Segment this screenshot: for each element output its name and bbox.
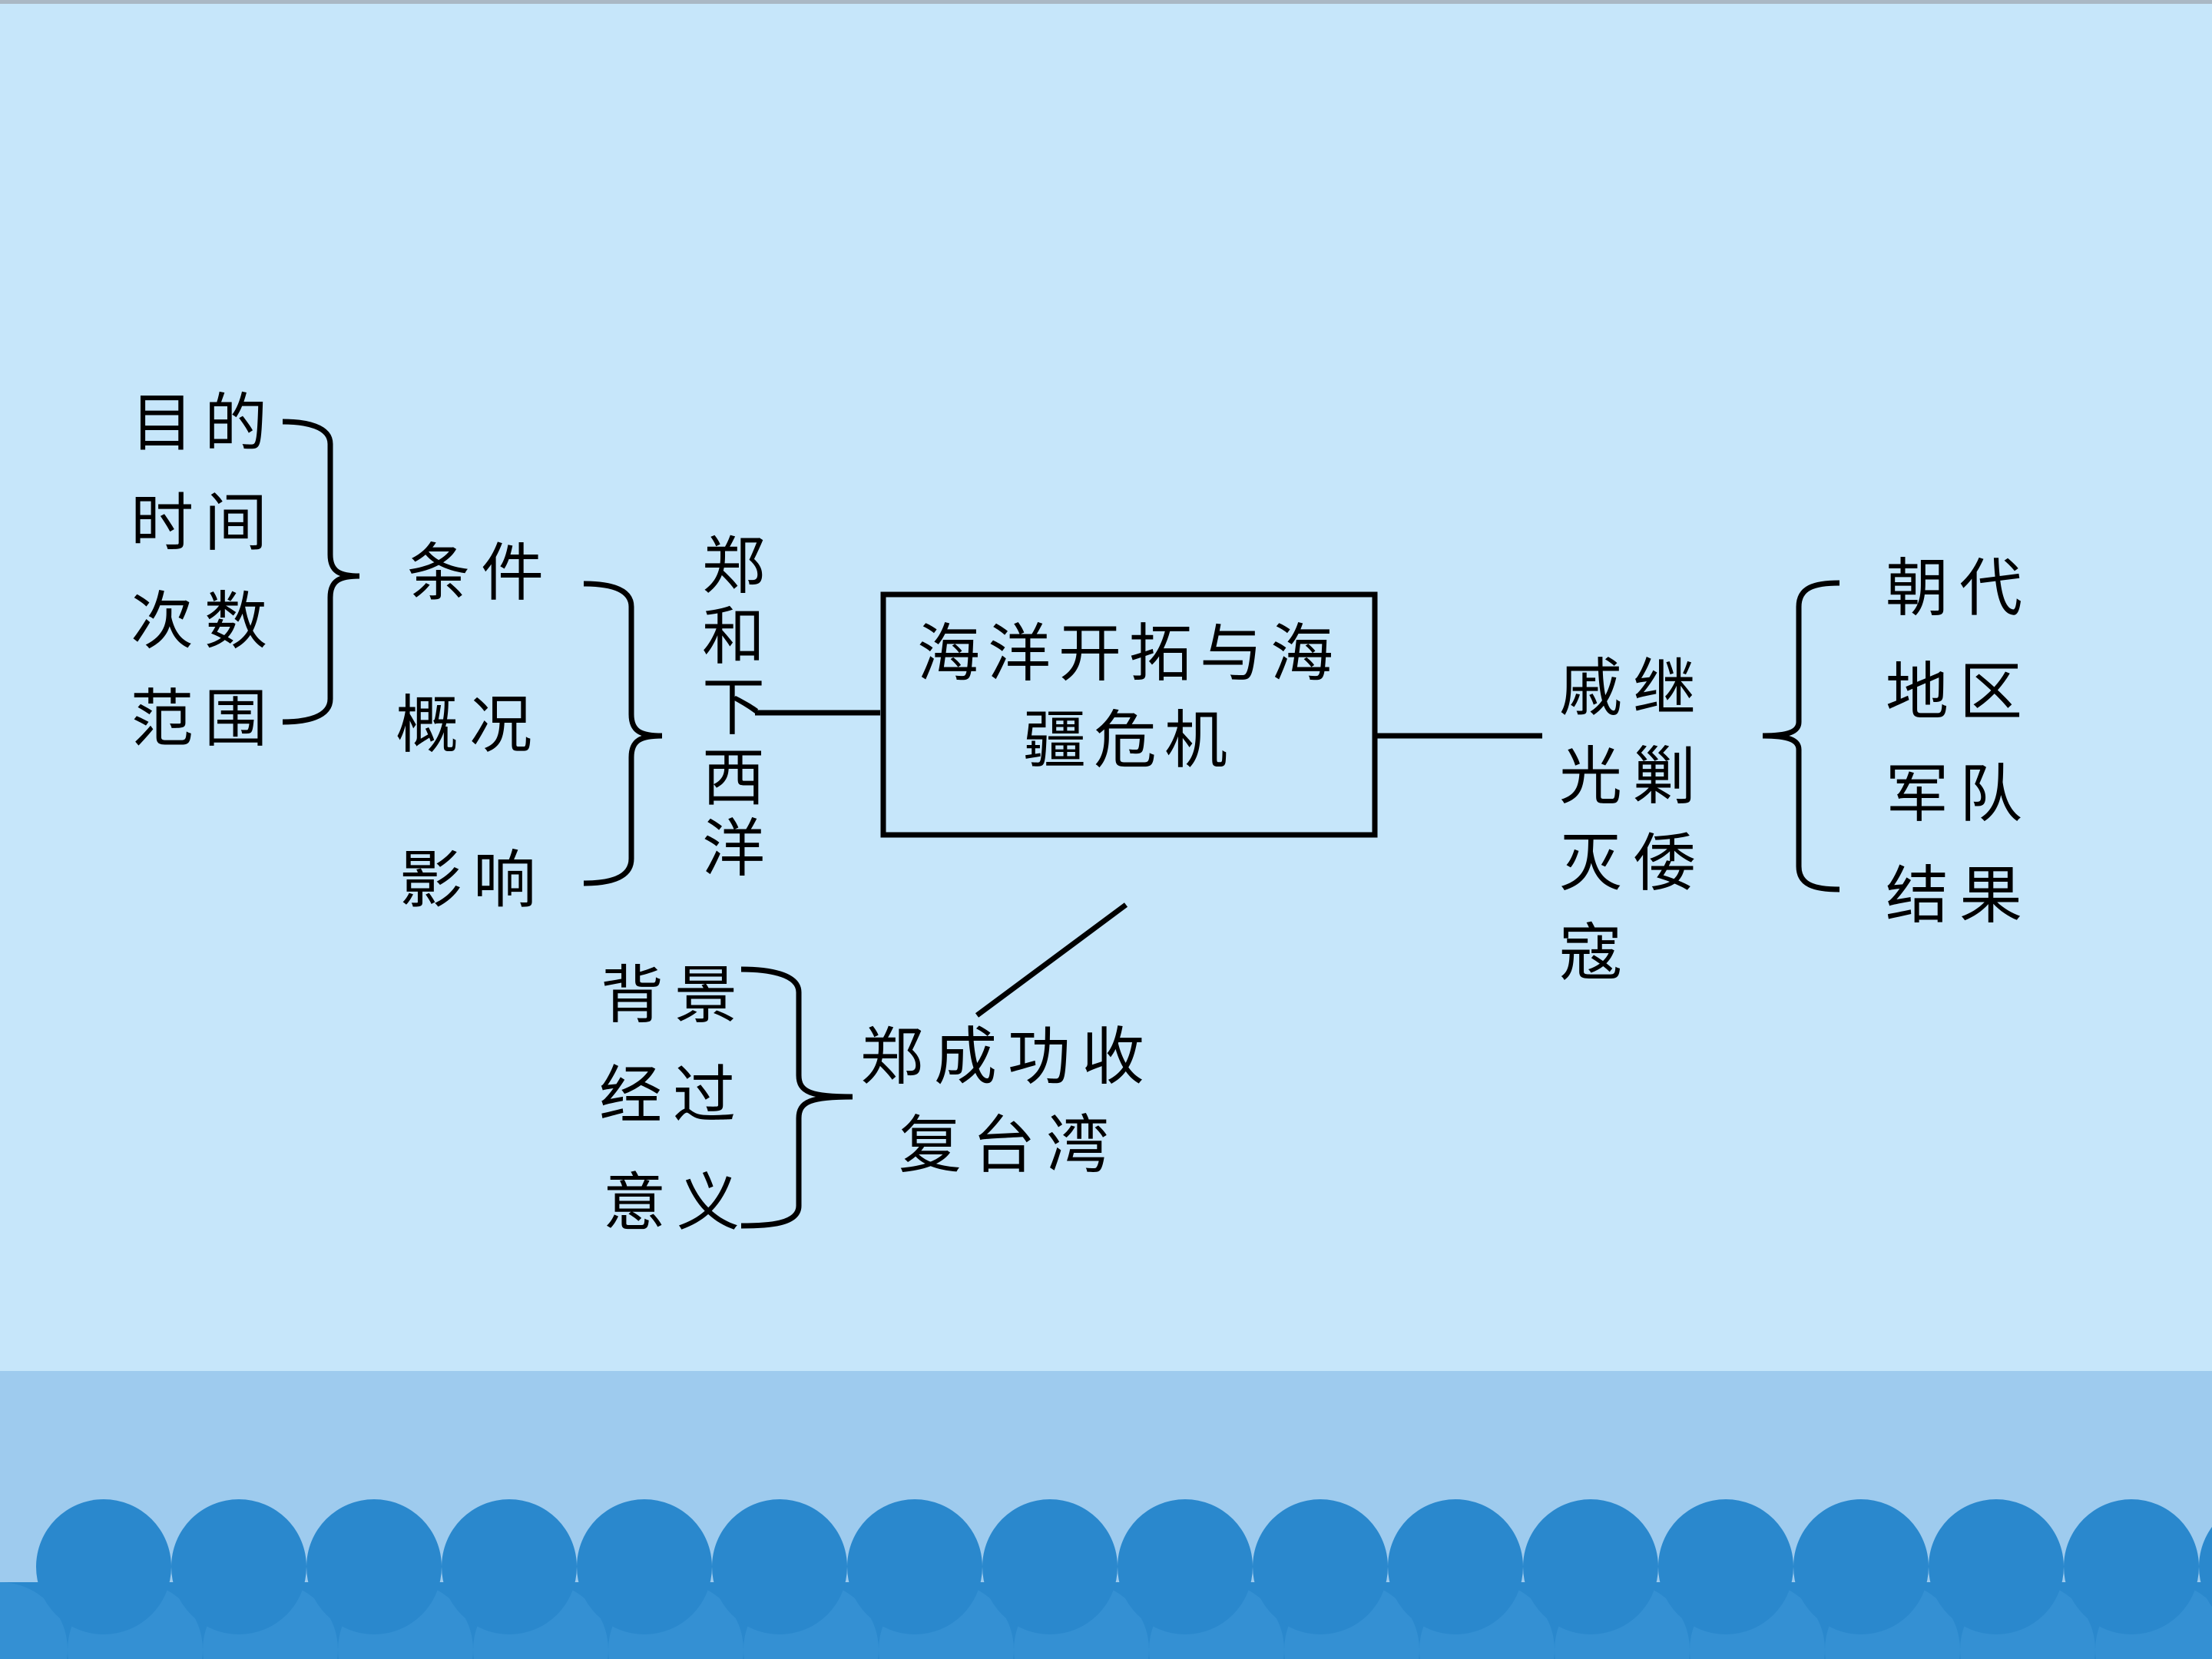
wave-front bbox=[306, 1499, 442, 1634]
detail-dynasty: 朝代 bbox=[1886, 552, 2034, 625]
wave-front bbox=[2064, 1499, 2199, 1634]
wave-front bbox=[1118, 1499, 1253, 1634]
central-topic-box bbox=[880, 591, 1378, 838]
brace-zhenghe-aspects bbox=[583, 581, 663, 886]
qijiguang-title-line1: 戚继 bbox=[1559, 652, 1707, 725]
wave-front bbox=[171, 1499, 306, 1634]
detail-count: 次数 bbox=[131, 585, 279, 658]
qijiguang-title-line3: 灭倭 bbox=[1559, 827, 1707, 900]
detail-range: 范围 bbox=[131, 683, 279, 756]
wave-front bbox=[1793, 1499, 1929, 1634]
brace-zhengchenggong-details bbox=[740, 966, 853, 1229]
wave-front bbox=[1523, 1499, 1658, 1634]
wave-front bbox=[847, 1499, 982, 1634]
aspect-influence: 影响 bbox=[399, 844, 548, 917]
brace-qijiguang-details bbox=[1762, 580, 1840, 892]
qijiguang-title-line4: 寇 bbox=[1559, 917, 1634, 990]
wave-front bbox=[1388, 1499, 1523, 1634]
wave-front bbox=[1658, 1499, 1793, 1634]
connector-zhengchenggong bbox=[975, 902, 1128, 1018]
brace-condition-details bbox=[282, 419, 360, 725]
detail-army: 军队 bbox=[1886, 758, 2034, 831]
detail-background: 背景 bbox=[601, 959, 749, 1032]
wave-front bbox=[1929, 1499, 2064, 1634]
wave-front bbox=[442, 1499, 577, 1634]
wave-front bbox=[1253, 1499, 1388, 1634]
detail-process: 经过 bbox=[599, 1059, 747, 1132]
aspect-conditions: 条件 bbox=[407, 537, 555, 610]
zhengchenggong-title-line1: 郑成功收 bbox=[860, 1021, 1156, 1094]
wave-front bbox=[712, 1499, 847, 1634]
wave-front bbox=[36, 1499, 171, 1634]
wave-front bbox=[982, 1499, 1118, 1634]
detail-significance: 意义 bbox=[603, 1167, 751, 1240]
central-topic-line1: 海洋开拓与海 bbox=[916, 618, 1341, 690]
zhenghe-title: 郑和下西洋 bbox=[701, 530, 765, 886]
wave-front bbox=[577, 1499, 712, 1634]
wave-back bbox=[0, 1582, 68, 1659]
central-topic-line2: 疆危机 bbox=[1022, 704, 1235, 777]
detail-purpose: 目的 bbox=[131, 387, 279, 460]
top-border bbox=[0, 0, 2212, 4]
detail-region: 地区 bbox=[1886, 656, 2034, 729]
qijiguang-title-line2: 光剿 bbox=[1559, 740, 1707, 813]
wave-decoration bbox=[0, 1499, 2212, 1659]
zhengchenggong-title-line2: 复台湾 bbox=[899, 1109, 1121, 1182]
detail-time: 时间 bbox=[131, 487, 279, 560]
aspect-overview: 概况 bbox=[396, 689, 544, 762]
wave-front bbox=[2199, 1527, 2212, 1607]
detail-result: 结果 bbox=[1886, 859, 2034, 932]
